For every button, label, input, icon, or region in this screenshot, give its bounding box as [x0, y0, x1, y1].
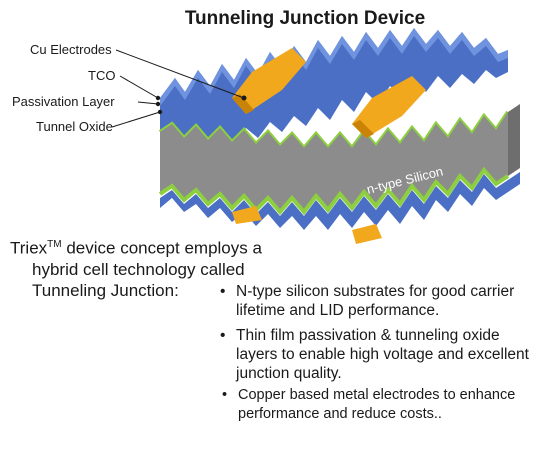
bullet-n-type-silicon: N-type silicon substrates for good carri…: [220, 282, 535, 320]
cu-electrode-top-1: [232, 48, 306, 114]
intro-line1: device concept employs a: [61, 238, 262, 258]
feature-bullet-list: N-type silicon substrates for good carri…: [220, 282, 535, 389]
label-leader-lines: [111, 49, 245, 128]
leader-tunnel-oxide: [111, 111, 161, 128]
intro-paragraph: TriexTM device concept employs a hybrid …: [10, 234, 300, 301]
passivation-layer-bottom: [158, 166, 510, 216]
cu-electrode-bottom-1: [232, 206, 262, 224]
label-passivation-layer: Passivation Layer: [12, 94, 115, 109]
label-cu-electrodes: Cu Electrodes: [30, 42, 112, 57]
label-tunnel-oxide: Tunnel Oxide: [36, 119, 113, 134]
intro-brand: Triex: [10, 238, 48, 258]
intro-line2: hybrid cell technology called: [32, 259, 245, 279]
cu-electrode-bottom-2: [352, 224, 382, 244]
junction-cross-section-diagram: n-type Silicon: [111, 28, 520, 244]
dot-tco: [155, 95, 161, 101]
cu-electrode-top-2-side: [352, 120, 374, 138]
cu-electrode-top-1-side: [232, 94, 254, 114]
leader-dots: [155, 95, 247, 115]
feature-bullet-list-extra: Copper based metal electrodes to enhance…: [222, 386, 522, 430]
dot-cu: [241, 95, 247, 101]
label-tco: TCO: [88, 68, 116, 83]
leader-cu-electrodes: [115, 49, 245, 99]
dot-passivation: [155, 101, 161, 107]
trademark-superscript: TM: [47, 239, 62, 250]
bullet-thin-film-passivation: Thin film passivation & tunneling oxide …: [220, 326, 535, 383]
silicon-substrate: [160, 112, 508, 212]
silicon-end-face: [508, 104, 520, 176]
leader-passivation: [137, 101, 159, 105]
leader-tco: [119, 75, 159, 99]
page-title: Tunneling Junction Device: [184, 8, 426, 29]
intro-line3: Tunneling Junction:: [32, 280, 179, 300]
cu-electrode-top-2: [352, 76, 426, 138]
dot-oxide: [157, 109, 163, 115]
bullet-copper-electrodes: Copper based metal electrodes to enhance…: [222, 386, 522, 424]
